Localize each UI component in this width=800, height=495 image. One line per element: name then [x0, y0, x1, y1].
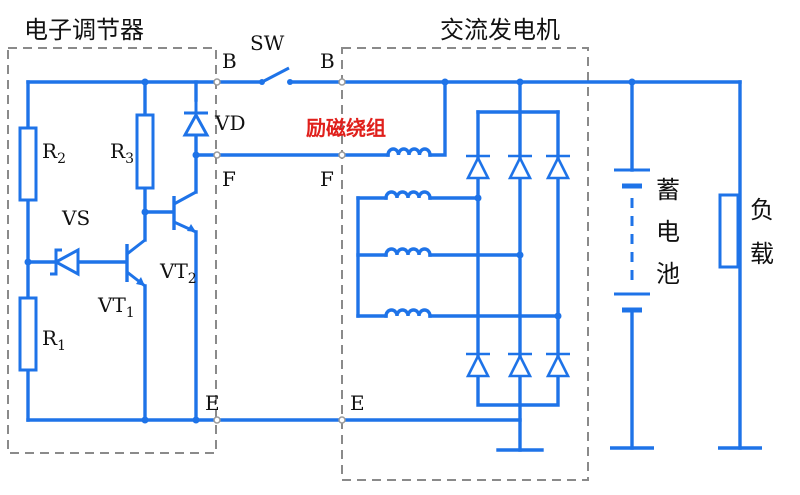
- label-r1: R1: [42, 326, 66, 354]
- switch-label: SW: [250, 31, 285, 55]
- excitation-coil: [386, 147, 432, 157]
- stator-windings: [356, 190, 560, 318]
- terminal-b-right: B: [320, 49, 335, 73]
- transistor-vt1: [125, 238, 146, 288]
- battery-char-1: 蓄: [656, 176, 680, 204]
- battery: [610, 168, 654, 450]
- terminal-f-right: F: [320, 167, 334, 191]
- resistor-r3: [135, 113, 155, 190]
- alternator-box: [341, 47, 589, 481]
- label-r3: R3: [110, 139, 134, 167]
- resistor-r1: [18, 296, 38, 372]
- terminal-b-left: B: [222, 49, 237, 73]
- transistor-vt2: [172, 190, 197, 234]
- battery-char-3: 池: [656, 260, 680, 288]
- excitation-label: 励磁绕组: [306, 116, 386, 140]
- alternator-title: 交流发电机: [440, 16, 560, 44]
- load-resistor: [718, 193, 740, 269]
- terminal-e-left: E: [205, 391, 220, 415]
- load-char-1: 负: [750, 196, 774, 224]
- zener-vs: [50, 247, 80, 277]
- label-vs: VS: [61, 206, 90, 230]
- diode-vd: [182, 100, 210, 137]
- terminal-f-left: F: [222, 167, 236, 191]
- terminal-e-right: E: [350, 391, 365, 415]
- regulator-title: 电子调节器: [24, 16, 144, 44]
- regulator-box: [7, 47, 217, 454]
- resistor-r2: [18, 126, 38, 202]
- load-char-2: 载: [750, 240, 774, 268]
- switch-sw: [259, 66, 293, 85]
- battery-char-2: 电: [656, 218, 680, 246]
- label-vt2: VT2: [159, 259, 197, 287]
- terminals: [213, 78, 346, 424]
- label-r2: R2: [42, 139, 66, 167]
- label-vd: VD: [214, 111, 245, 135]
- rectifier-bridge: [465, 80, 571, 452]
- label-vt1: VT1: [97, 293, 135, 321]
